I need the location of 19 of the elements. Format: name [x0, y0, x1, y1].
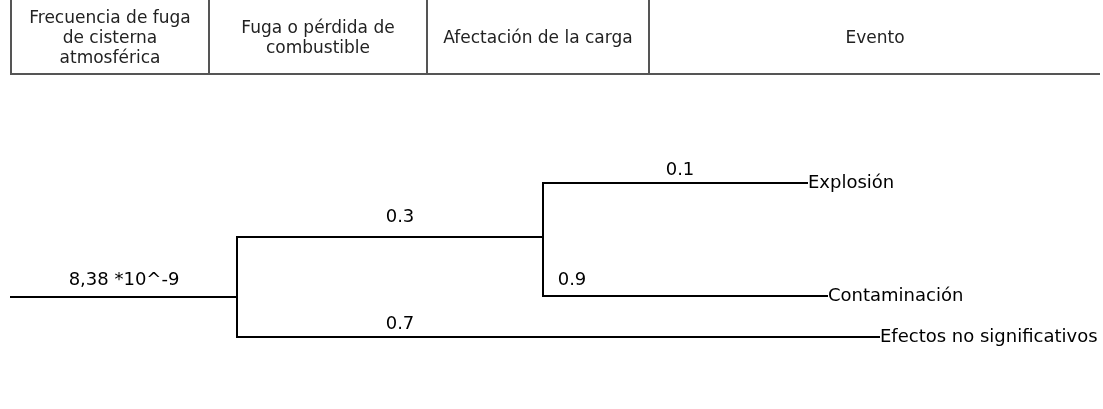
column-header: Frecuencia de fuga de cisterna atmosférica	[28, 6, 192, 67]
branch-line	[237, 236, 543, 238]
outcome-label: Efectos no significativos	[880, 325, 1098, 346]
branch-line	[542, 182, 544, 297]
probability-label: 8,38 *10^-9	[68, 268, 180, 289]
probability-label: 0.7	[385, 312, 415, 333]
column-header: Evento	[845, 26, 905, 47]
outcome-label: Explosión	[808, 171, 895, 192]
outcome-label: Contaminación	[828, 284, 964, 305]
branch-line	[236, 236, 238, 338]
probability-label: 0.3	[385, 205, 415, 226]
column-header: Fuga o pérdida de combustible	[240, 16, 396, 57]
branch-line	[543, 295, 829, 297]
probability-label: 0.1	[665, 158, 695, 179]
branch-line	[543, 182, 809, 184]
probability-label: 0.9	[557, 268, 587, 289]
column-header: Afectación de la carga	[443, 26, 633, 47]
branch-line	[237, 336, 881, 338]
branch-line	[9, 296, 237, 298]
